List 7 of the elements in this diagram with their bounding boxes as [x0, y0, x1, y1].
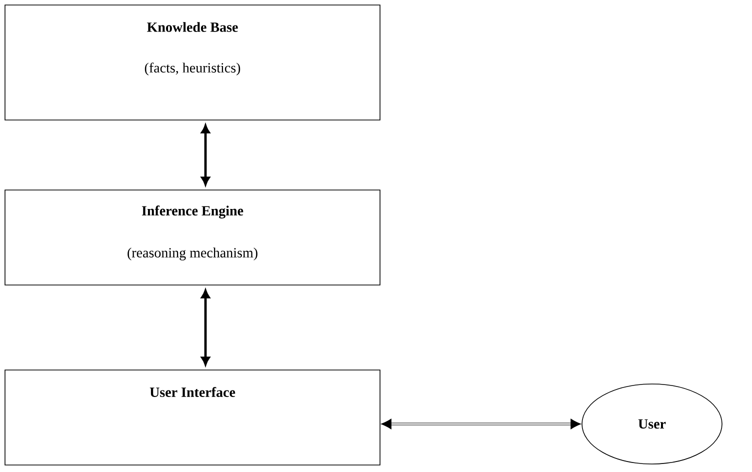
- arrow: [201, 290, 210, 366]
- process-box: User Interface: [4, 370, 380, 466]
- arrow: [201, 124, 210, 186]
- process-box: Inference Engine (reasoning mechanism): [4, 190, 380, 286]
- arrow: [380, 418, 582, 430]
- process-box: Knowlede Base (facts, heuristics): [4, 4, 380, 120]
- ellipse-node: User: [582, 384, 722, 464]
